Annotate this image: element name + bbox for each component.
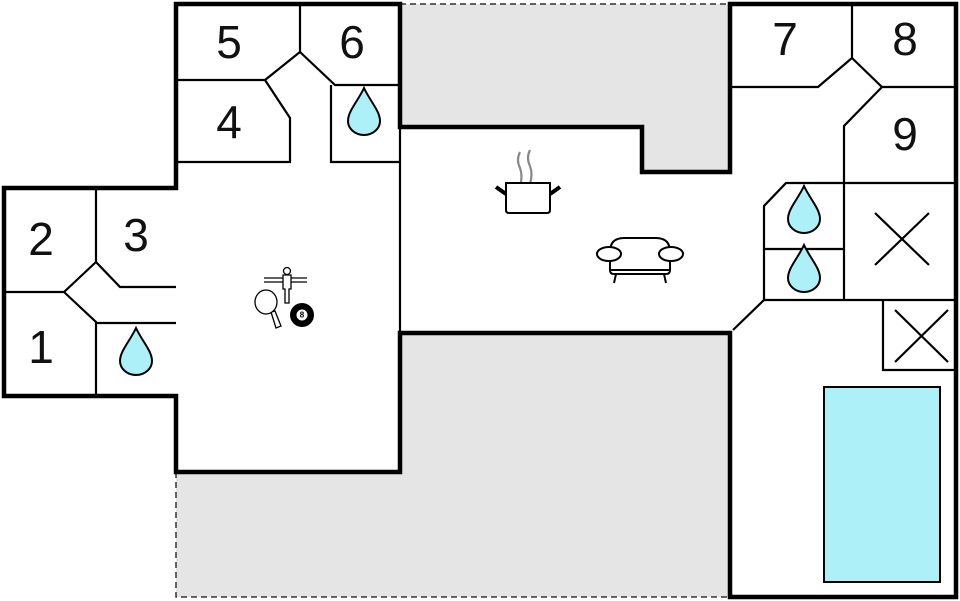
outdoor-area-bottom [176, 333, 730, 597]
billiard-ball-icon: 8 [290, 303, 314, 327]
room-label-6: 6 [339, 16, 365, 68]
water-drop-icon [346, 85, 382, 136]
cross-icon [894, 309, 949, 363]
table-football-icon [264, 266, 307, 304]
room-label-5: 5 [216, 16, 242, 68]
water-drop-icon [118, 325, 154, 376]
table-tennis-icon [254, 289, 282, 329]
water-drop-icon [786, 242, 822, 293]
room-label-3: 3 [123, 209, 149, 261]
room-label-8: 8 [892, 13, 918, 65]
cross-icon [874, 212, 930, 266]
billiard-ball-number: 8 [300, 311, 305, 320]
interior-walls [4, 4, 956, 396]
room-label-7: 7 [772, 13, 798, 65]
sofa-icon [596, 237, 684, 284]
outdoor-area-top [400, 4, 730, 172]
room-label-4: 4 [216, 96, 242, 148]
outdoor-boundary-bottom [175, 472, 730, 598]
room-label-1: 1 [28, 321, 54, 373]
water-drop-icon [786, 183, 822, 234]
room-label-2: 2 [28, 213, 54, 265]
pool [823, 386, 941, 583]
room-label-9: 9 [892, 108, 918, 160]
cooking-pot-icon [494, 149, 562, 214]
